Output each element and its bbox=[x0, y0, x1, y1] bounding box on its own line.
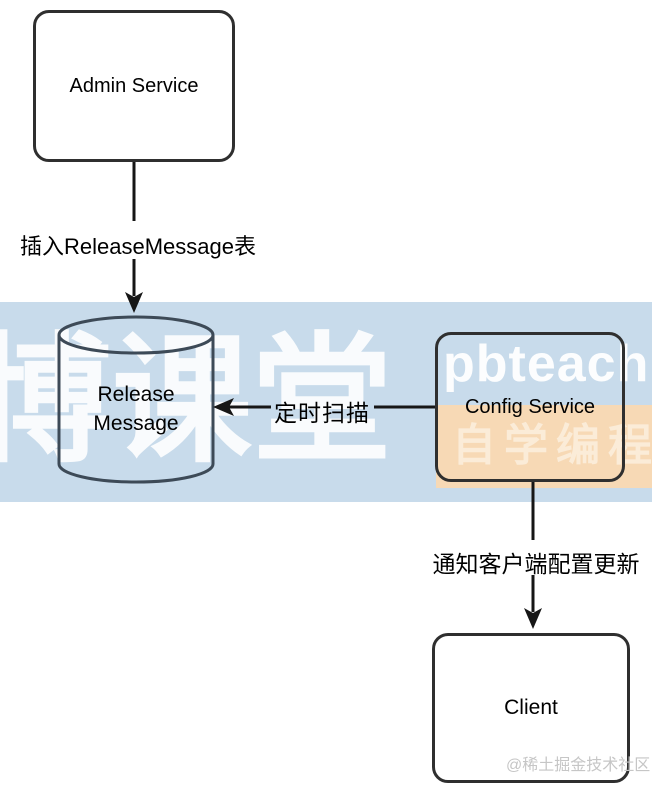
watermark-juejin-text: @稀土掘金技术社区 bbox=[506, 757, 651, 774]
edge-label-notify-client: 通知客户端配置更新 bbox=[432, 551, 640, 577]
edge-label-insert-releasemessage: 插入ReleaseMessage表 bbox=[20, 234, 256, 259]
node-release-message-label: Release Message bbox=[56, 380, 216, 438]
arrowhead-down-into-client bbox=[524, 608, 542, 629]
node-release-message-label-line1: Release bbox=[97, 383, 175, 406]
db-cylinder-top bbox=[57, 315, 215, 355]
node-admin-service: Admin Service bbox=[33, 10, 235, 162]
node-config-service: Config Service bbox=[435, 332, 625, 482]
node-client: Client bbox=[432, 633, 630, 783]
db-cylinder-body bbox=[57, 335, 215, 484]
node-client-label: Client bbox=[504, 696, 558, 719]
watermark-slogan-text: 自学编程 bbox=[452, 421, 652, 470]
arrowhead-left-into-db bbox=[213, 398, 234, 416]
node-config-service-label: Config Service bbox=[464, 395, 596, 418]
arrowhead-down-into-db bbox=[125, 292, 143, 313]
watermark-left-text: 博课堂 bbox=[0, 322, 393, 479]
node-admin-service-label: Admin Service bbox=[69, 74, 199, 97]
edge-label-scheduled-scan: 定时扫描 bbox=[274, 400, 370, 426]
node-release-message-label-line2: Message bbox=[93, 412, 179, 435]
